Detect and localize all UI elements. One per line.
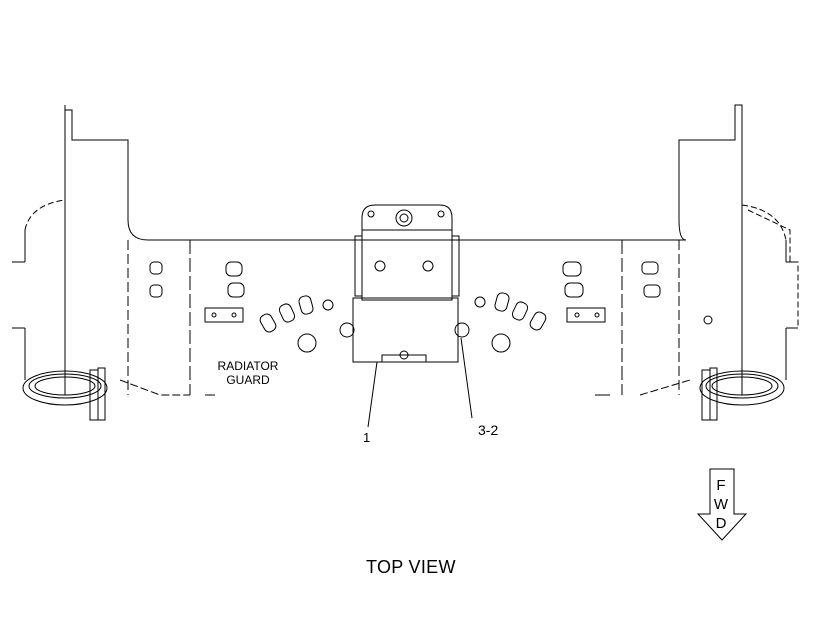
- left-mount: [22, 367, 108, 421]
- radiator-guard-label-line-1: RADIATOR: [217, 359, 279, 373]
- right-mount: [699, 367, 785, 421]
- leader-line-3-2: [460, 337, 473, 419]
- frame-outline: [12, 104, 799, 396]
- view-title: TOP VIEW: [366, 557, 456, 577]
- valve-block: [339, 204, 470, 363]
- fwd-letter-w: W: [713, 496, 729, 513]
- radiator-guard-label: RADIATOR GUARD: [213, 359, 283, 387]
- fwd-letters: F W D: [710, 476, 732, 533]
- callout-3-2: 3-2: [478, 422, 499, 438]
- callout-1: 1: [363, 430, 371, 445]
- forward-arrow-icon: [696, 468, 748, 541]
- fwd-letter-f: F: [716, 477, 726, 494]
- clips-left: [149, 261, 334, 353]
- clips-right: [474, 261, 713, 353]
- fwd-letter-d: D: [715, 515, 727, 532]
- radiator-guard-label-line-2: GUARD: [226, 373, 270, 387]
- leader-line-1: [367, 361, 378, 428]
